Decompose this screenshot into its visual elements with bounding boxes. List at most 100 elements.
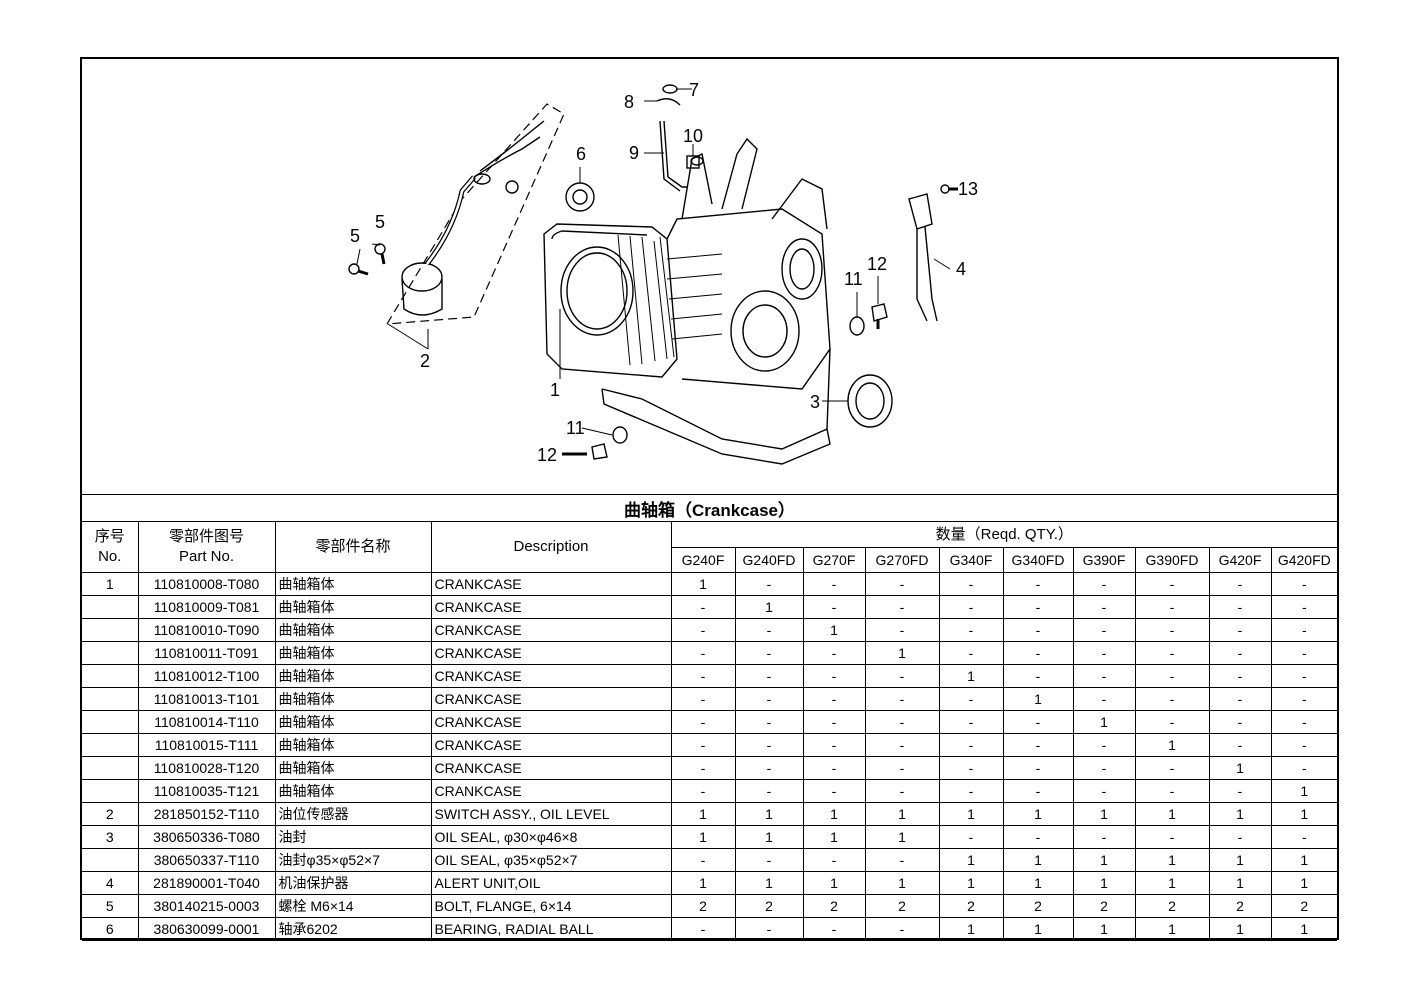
cell-qty-g240fd: - [734,848,804,872]
cell-seq-no [82,756,139,780]
cell-qty-g420fd: - [1270,572,1338,596]
cell-qty-g240f: - [670,618,736,642]
cell-qty-g340fd: - [1002,618,1074,642]
cell-qty-g340fd: - [1002,664,1074,688]
cell-part-no: 110810014-T110 [137,710,276,734]
cell-qty-g390f: - [1072,779,1136,803]
cell-qty-g240f: - [670,756,736,780]
model-header-g270fd: G270FD [864,547,940,573]
cell-qty-g240fd: 1 [734,825,804,849]
cell-qty-g340f: 1 [938,871,1004,895]
cell-qty-g420fd: 2 [1270,894,1338,918]
cell-qty-g390f: 1 [1072,710,1136,734]
cell-description: CRANKCASE [430,572,672,596]
cell-part-no: 110810010-T090 [137,618,276,642]
cell-qty-g340f: - [938,756,1004,780]
model-header-g240fd: G240FD [734,547,804,573]
cell-qty-g390fd: 1 [1134,802,1210,826]
cell-part-name: 曲轴箱体 [274,687,432,711]
cell-qty-g340fd: - [1002,756,1074,780]
cell-qty-g420f: - [1208,779,1272,803]
cell-qty-g270f: - [802,756,866,780]
cell-qty-g240fd: - [734,572,804,596]
cell-qty-g390f: 1 [1072,871,1136,895]
cell-qty-g340fd: 1 [1002,802,1074,826]
cell-qty-g240fd: - [734,687,804,711]
cell-part-no: 281850152-T110 [137,802,276,826]
cell-part-no: 380630099-0001 [137,917,276,941]
cell-qty-g240f: 1 [670,802,736,826]
cell-qty-g270fd: 1 [864,802,940,826]
cell-qty-g240fd: - [734,756,804,780]
cell-qty-g340f: - [938,710,1004,734]
callout-4: 4 [956,259,966,279]
cell-qty-g340fd: 1 [1002,848,1074,872]
cell-qty-g240fd: 1 [734,595,804,619]
callout-7: 7 [689,80,699,100]
cell-qty-g340f: - [938,825,1004,849]
cell-seq-no [82,710,139,734]
cell-qty-g340fd: - [1002,710,1074,734]
cell-qty-g340f: 1 [938,802,1004,826]
cell-qty-g270fd: - [864,756,940,780]
callout-11b: 11 [566,418,585,438]
cell-qty-g270fd: 1 [864,641,940,665]
cell-qty-g390fd: - [1134,618,1210,642]
cell-qty-g270f: - [802,687,866,711]
callout-1: 1 [550,380,560,400]
cell-qty-g340f: 2 [938,894,1004,918]
cell-qty-g340f: 1 [938,664,1004,688]
cell-description: SWITCH ASSY., OIL LEVEL [430,802,672,826]
cell-description: CRANKCASE [430,687,672,711]
cell-part-no: 380140215-0003 [137,894,276,918]
cell-qty-g240fd: - [734,779,804,803]
cell-qty-g390fd: - [1134,641,1210,665]
header-description: Description [430,522,672,573]
cell-qty-g390fd: - [1134,756,1210,780]
cell-qty-g420fd: - [1270,664,1338,688]
cell-part-name: 机油保护器 [274,871,432,895]
cell-qty-g240fd: - [734,641,804,665]
cell-qty-g420fd: - [1270,710,1338,734]
cell-qty-g420f: - [1208,687,1272,711]
cell-description: CRANKCASE [430,641,672,665]
cell-qty-g390fd: - [1134,664,1210,688]
cell-qty-g270fd: - [864,710,940,734]
cell-part-name: 曲轴箱体 [274,618,432,642]
cell-qty-g420fd: - [1270,595,1338,619]
cell-qty-g270fd: - [864,572,940,596]
cell-qty-g240fd: 1 [734,871,804,895]
cell-qty-g240f: 1 [670,572,736,596]
cell-description: CRANKCASE [430,756,672,780]
cell-qty-g420fd: - [1270,756,1338,780]
cell-part-no: 110810028-T120 [137,756,276,780]
cell-qty-g240f: - [670,664,736,688]
cell-qty-g390f: - [1072,641,1136,665]
cell-seq-no [82,664,139,688]
cell-qty-g420f: - [1208,825,1272,849]
cell-qty-g270fd: 2 [864,894,940,918]
cell-qty-g240f: - [670,917,736,941]
cell-part-no: 380650336-T080 [137,825,276,849]
cell-qty-g390fd: 1 [1134,848,1210,872]
cell-description: CRANKCASE [430,618,672,642]
cell-qty-g420f: 1 [1208,917,1272,941]
cell-qty-g270fd: 1 [864,825,940,849]
cell-qty-g420f: - [1208,595,1272,619]
document-frame: 1 2 3 4 5 5 6 7 8 9 10 11 11 12 12 13 曲轴… [80,57,1339,941]
cell-qty-g340f: - [938,618,1004,642]
cell-qty-g270f: 1 [802,618,866,642]
cell-qty-g270fd: 1 [864,871,940,895]
cell-qty-g390f: - [1072,687,1136,711]
cell-qty-g420fd: 1 [1270,848,1338,872]
cell-qty-g340fd: 1 [1002,917,1074,941]
cell-qty-g270f: - [802,641,866,665]
model-header-g390fd: G390FD [1134,547,1210,573]
cell-qty-g240f: 1 [670,871,736,895]
